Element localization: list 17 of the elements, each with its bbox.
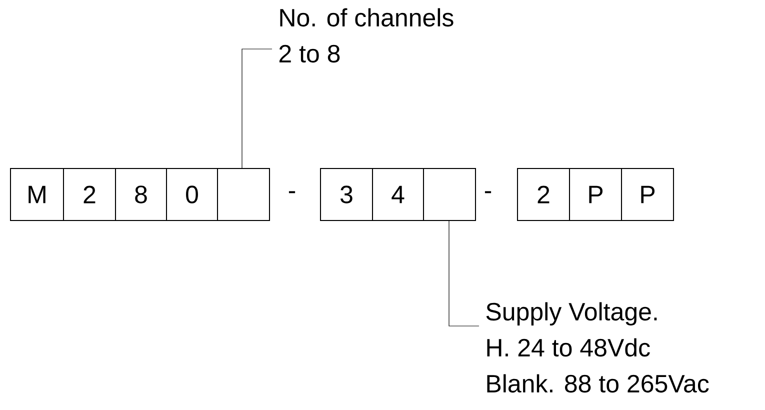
leader-line <box>242 48 272 168</box>
note-text: Supply Voltage. H. 24 to 48Vdc Blank. 88 to 265Vac <box>486 302 709 393</box>
leader-line <box>448 220 480 326</box>
code-box: 0 <box>166 168 218 221</box>
code-box: P <box>621 168 674 221</box>
code-box: 8 <box>115 168 167 221</box>
dash-separator: - <box>288 191 296 194</box>
code-box: 3 <box>320 168 373 221</box>
code-box: 4 <box>372 168 424 221</box>
code-box: 2 <box>63 168 116 221</box>
blank-code-box <box>217 168 270 221</box>
code-box: 2 <box>517 168 570 221</box>
blank-code-box <box>423 168 476 221</box>
note-text: No. of channels 2 to 8 <box>279 8 454 63</box>
code-box: M <box>10 168 64 221</box>
dash-separator: - <box>484 191 492 194</box>
code-box: P <box>569 168 622 221</box>
